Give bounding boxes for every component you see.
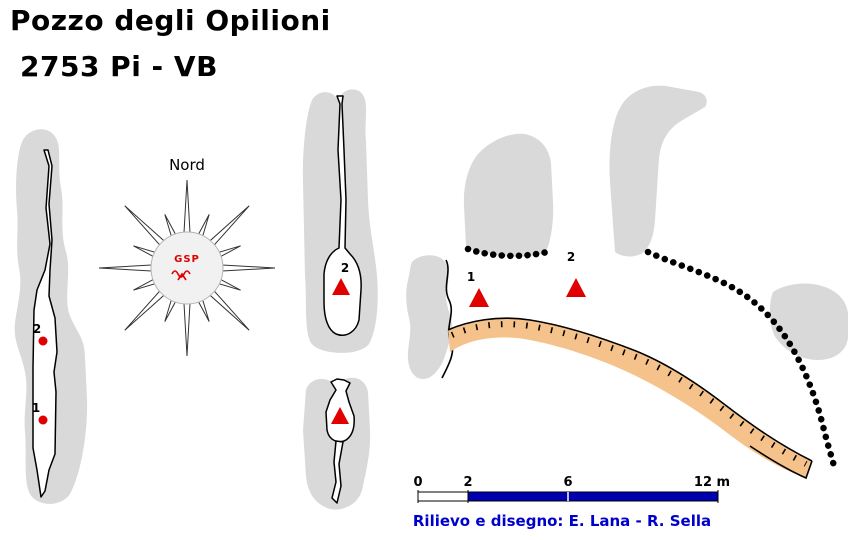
compass-center-circle [150,231,224,305]
station-label-middle-2: 2 [341,261,349,275]
section-middle-upper: 2 [302,89,378,353]
pit-edge-right-close [749,445,813,480]
scale-tick-6: 6 [563,475,572,490]
passage-outline-left [32,149,58,498]
station-triangle-plan-2 [566,278,586,297]
boulder-line-top-center [464,245,551,260]
profile-section-left: 2 1 [14,129,88,504]
station-triangle-middle-2 [332,278,350,295]
survey-credit: Rilievo e disegno: E. Lana - R. Sella [413,512,711,530]
station-label-plan-2: 2 [567,250,575,264]
station-triangle-middle-lower [331,407,349,424]
compass-rose: Nord GSP [98,156,276,357]
scale-bar-fill [468,492,718,501]
pit-edge-line [447,317,813,462]
club-logo-text: GSP [174,254,200,265]
passage-outline-middle-upper [323,95,362,336]
scale-tick-2: 2 [463,475,472,490]
compass-north-label: Nord [169,156,205,174]
rock-shading-plan-right [769,283,848,360]
page-subtitle-cadastre: 2753 Pi - VB [20,50,218,83]
page-title: Pozzo degli Opilioni [10,4,331,37]
wall-line-plan-left [441,259,454,379]
station-label-plan-1: 1 [467,270,475,284]
rock-shading-plan-top-center [463,133,554,257]
club-logo-mark [171,270,191,281]
scale-tick-0: 0 [413,475,422,490]
plan-view: 1 2 [406,85,848,480]
station-label-1: 1 [32,401,40,415]
rock-shading-plan-top-right [609,85,707,257]
section-middle-lower [303,377,371,510]
passage-tail-middle-lower [331,440,344,504]
pit-edge-ticks [450,321,808,467]
station-triangle-plan-1 [469,288,489,307]
station-label-2: 2 [33,322,41,336]
rock-shading-plan-left [406,255,452,380]
station-point-1 [38,415,48,425]
scale-tick-12: 12 m [694,475,730,490]
scale-bar: 0 2 6 12 m [413,475,730,503]
boulder-chain-line [644,248,838,470]
station-point-2 [38,336,48,346]
floor-deposit-orange [448,318,812,478]
